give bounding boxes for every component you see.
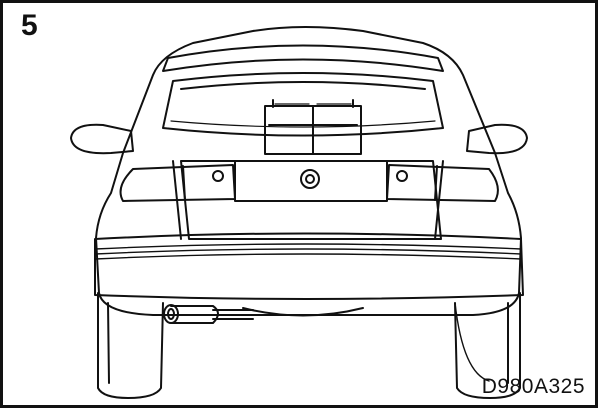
figure-code: D980A325 xyxy=(481,375,585,398)
mirror-right xyxy=(467,125,527,153)
underbody-line xyxy=(243,308,363,316)
step-number: 5 xyxy=(21,9,38,42)
tail-light-left xyxy=(121,165,235,201)
license-plate-recess xyxy=(235,161,387,201)
rear-window xyxy=(163,73,443,136)
tire-left xyxy=(98,293,163,398)
exhaust-pipe xyxy=(164,305,253,323)
mirror-left xyxy=(71,125,133,153)
car-body-outline xyxy=(96,27,521,315)
tire-right xyxy=(455,293,520,398)
tail-light-right xyxy=(387,165,498,201)
high-mount-bracket xyxy=(265,100,361,154)
car-rear-illustration xyxy=(3,3,595,405)
roof-spoiler xyxy=(163,46,443,72)
figure-code-leader xyxy=(455,303,489,381)
rear-bumper xyxy=(95,234,523,300)
